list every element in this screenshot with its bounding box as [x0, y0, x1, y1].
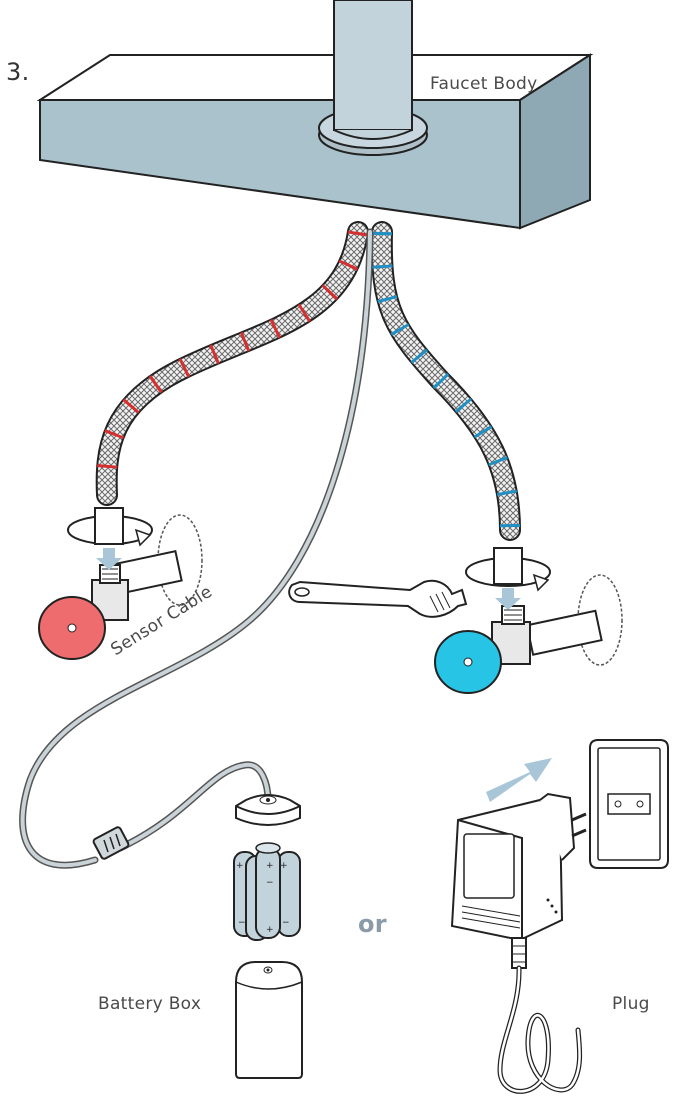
battery-box [235, 961, 303, 1079]
svg-text:−: − [238, 918, 246, 928]
svg-text:+: + [266, 861, 274, 871]
step-number: 3. [6, 58, 30, 86]
plug-in-arrow-icon [486, 758, 552, 802]
svg-text:−: − [282, 918, 290, 928]
svg-text:+: + [280, 861, 288, 871]
plug-label: Plug [612, 994, 650, 1014]
svg-text:+: + [236, 861, 244, 871]
cold-water-hose [370, 221, 521, 541]
svg-text:−: − [266, 878, 274, 888]
cable-connector [92, 826, 130, 860]
wall-outlet [589, 739, 669, 869]
or-label: or [358, 910, 387, 938]
wrench-icon [288, 579, 468, 618]
cold-shutoff-valve [434, 547, 623, 694]
faucet-body-label: Faucet Body [430, 74, 538, 94]
svg-text:+: + [266, 925, 274, 935]
battery-box-cap [235, 794, 301, 826]
power-adapter [450, 792, 587, 942]
battery-box-label: Battery Box [98, 994, 202, 1014]
sensor-cable [19, 228, 374, 869]
batteries: + + + + − − − [233, 842, 301, 941]
hot-shutoff-valve [38, 507, 203, 660]
hot-water-hose [95, 221, 369, 506]
power-cord [497, 937, 583, 1094]
faucet-body [318, 0, 428, 156]
